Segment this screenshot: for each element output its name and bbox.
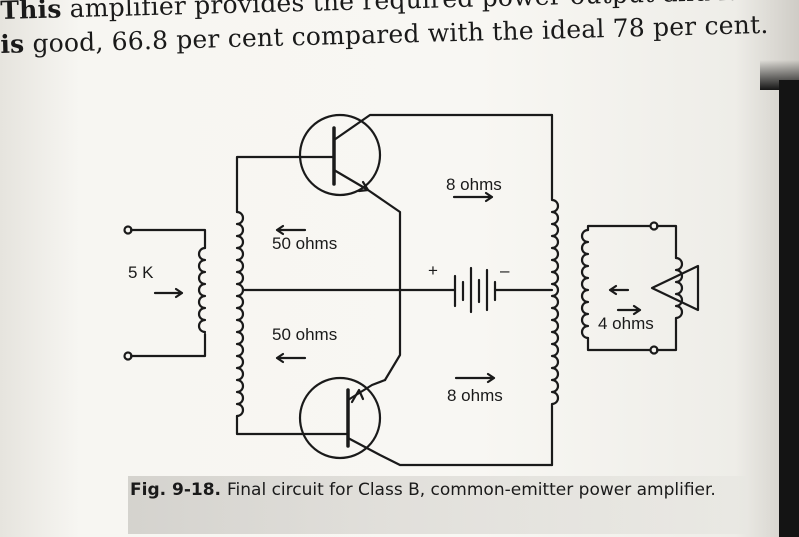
figure-caption: Fig. 9-18. Final circuit for Class B, com… — [130, 478, 740, 503]
lower-collector-impedance-label: 8 ohms — [447, 386, 503, 405]
output-primary-coil — [550, 113, 560, 467]
output-secondary-coil — [580, 228, 590, 340]
input-secondary-coil — [235, 210, 245, 418]
current-arrows — [153, 191, 642, 384]
input-terminals — [123, 225, 207, 361]
page-edge-shadow — [779, 80, 799, 537]
battery-plus-label: + — [428, 261, 438, 280]
lower-transistor — [298, 376, 554, 467]
caption-shadow — [128, 476, 748, 534]
lower-primary-impedance-label: 50 ohms — [272, 325, 337, 344]
upper-collector-impedance-label: 8 ohms — [446, 175, 502, 194]
speaker-icon — [650, 256, 700, 324]
upper-transistor — [298, 113, 554, 382]
upper-primary-impedance-label: 50 ohms — [272, 234, 337, 253]
figure-caption-text: Final circuit for Class B, common-emitte… — [227, 480, 716, 500]
battery-minus-label: – — [500, 261, 510, 280]
input-primary-coil — [197, 246, 207, 334]
speaker-impedance-label: 4 ohms — [598, 314, 654, 333]
input-impedance-label: 5 K — [128, 263, 154, 282]
figure-number: Fig. 9-18. — [130, 480, 221, 500]
output-terminals — [649, 221, 678, 355]
battery — [453, 266, 497, 314]
